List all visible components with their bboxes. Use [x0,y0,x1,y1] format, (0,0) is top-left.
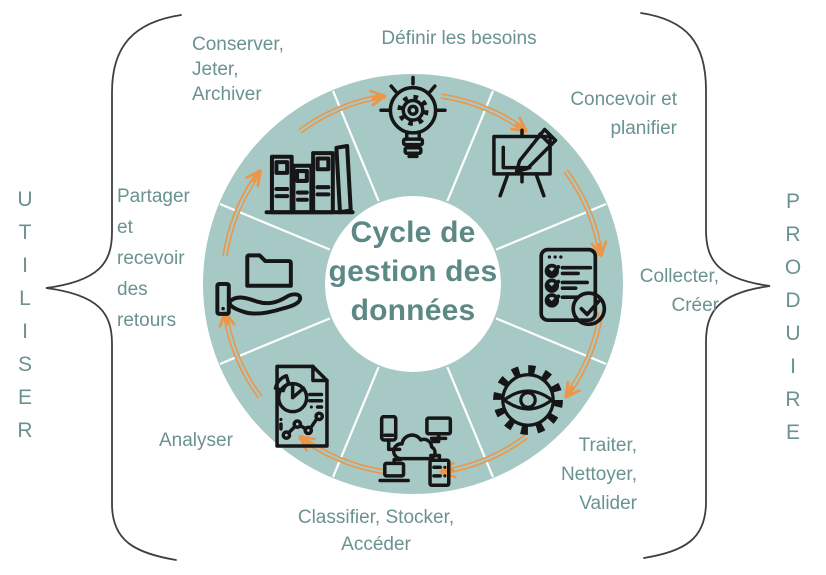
right-brace [640,12,771,559]
diagram-title: Cycle de gestion des données [328,216,498,327]
vertical-letter: R [785,223,801,246]
survey-checklist-icon [533,244,615,334]
vertical-letter: R [785,388,801,411]
hand-folder-icon [215,247,313,335]
vertical-letter: D [785,289,801,312]
vertical-letter: I [22,254,28,277]
lightbulb-gear-icon [374,74,452,170]
vertical-letter: U [785,322,801,345]
cycle-arrows [218,89,608,479]
vertical-letter: I [790,355,796,378]
cloud-network-icon [375,415,457,493]
stage-label-concevoir: Concevoir et planifier [570,89,677,139]
stage-label-collecter: Collecter, Créer [639,266,719,316]
vertical-letter: E [785,421,800,444]
stage-label-classifier: Classifier, Stocker, Accéder [297,507,455,555]
report-chart-icon [263,363,341,451]
vertical-letter: E [17,386,32,409]
stage-label-conserver: Conserver, Jeter, Archiver [192,34,284,105]
vertical-letter: O [784,256,802,279]
vertical-letter: P [785,190,800,213]
easel-pencil-icon [482,124,562,202]
vertical-letter: L [19,287,31,310]
archive-books-icon [263,133,357,219]
arrow-partager-to-conserver [222,169,263,257]
vertical-letter: U [17,188,33,211]
stage-label-partager: Partager et recevoir des retours [117,186,190,331]
arrow-definir-to-concevoir [440,93,528,134]
stage-label-traiter: Traiter, Nettoyer, Valider [560,435,637,514]
vertical-letter: S [17,353,32,376]
left-brace [45,14,182,561]
vertical-letter: R [17,419,33,442]
stage-label-definir: Définir les besoins [381,28,537,49]
vertical-letter: T [18,221,32,244]
stage-label-analyser: Analyser [159,430,233,451]
right-side-word-produire: P R O D U I R E [777,185,809,449]
gear-eye-icon [492,364,564,436]
vertical-letter: I [22,320,28,343]
arrow-conserver-to-definir [298,89,387,134]
arrow-concevoir-to-collecter [563,169,608,258]
left-side-word-utiliser: U T I L I S E R [10,183,40,447]
